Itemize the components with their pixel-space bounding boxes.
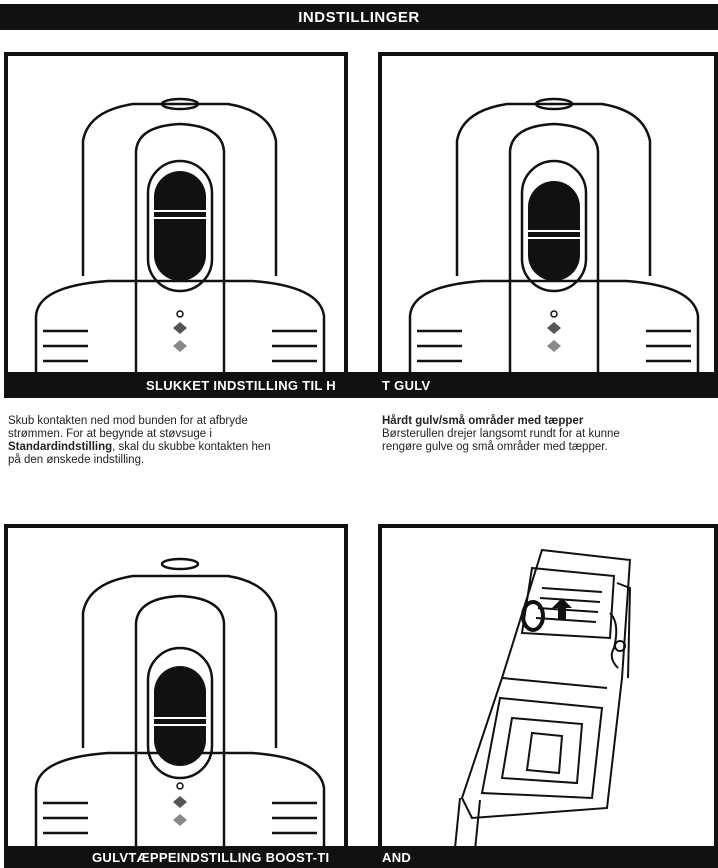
caption-top-right: T GULV	[382, 377, 431, 393]
illustration-panel-handheld	[378, 524, 718, 868]
description-hard-floor: Hårdt gulv/små områder med tæpper Børste…	[382, 415, 716, 454]
caption-bottom-left: GULVTÆPPEINDSTILLING BOOST-TI	[92, 849, 330, 865]
description-line: Børsterullen drejer langsomt rundt for a…	[382, 428, 620, 440]
illustration-panel-off	[4, 52, 348, 394]
description-line-rest: , skal du skubbe kontakten hen	[112, 441, 271, 453]
description-line: på den ønskede indstilling.	[8, 454, 145, 466]
caption-top-left: SLUKKET INDSTILLING TIL H	[146, 377, 336, 393]
vacuum-switch-illustration	[408, 97, 700, 386]
illustration-panel-carpet	[4, 524, 348, 868]
arrow-up-icon	[552, 598, 572, 620]
section-header: INDSTILLINGER	[0, 4, 718, 30]
caption-bar-bottom: GULVTÆPPEINDSTILLING BOOST-TI AND	[4, 846, 718, 868]
description-line: rengøre gulve og små områder med tæpper.	[382, 441, 608, 453]
vacuum-switch-illustration	[34, 557, 326, 864]
caption-bar-top: SLUKKET INDSTILLING TIL H T GULV	[4, 372, 718, 398]
description-line: strømmen. For at begynde at støvsuge i	[8, 428, 212, 440]
description-line: Standardindstilling, skal du skubbe kont…	[8, 441, 348, 454]
section-title: INDSTILLINGER	[298, 8, 420, 26]
illustration-panel-hard-floor	[378, 52, 718, 394]
handheld-vacuum-illustration	[452, 548, 632, 862]
description-off: Skub kontakten ned mod bunden for at afb…	[8, 415, 348, 467]
description-heading: Hårdt gulv/små områder med tæpper	[382, 415, 584, 427]
vacuum-switch-illustration	[34, 97, 326, 386]
caption-bottom-right: AND	[382, 849, 412, 865]
description-line: Skub kontakten ned mod bunden for at afb…	[8, 415, 248, 427]
description-bold-term: Standardindstilling	[8, 441, 113, 453]
